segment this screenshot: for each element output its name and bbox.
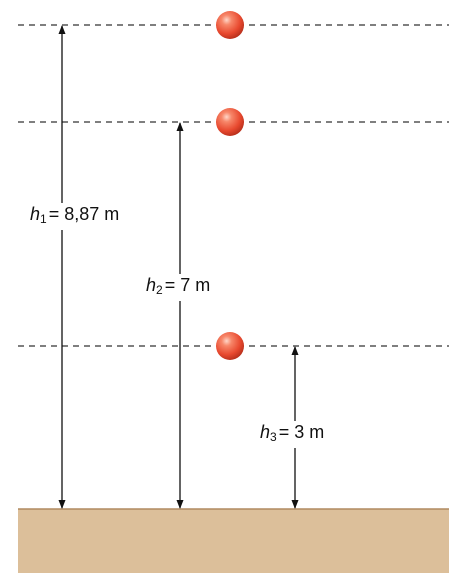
label-h1-symbol: h [30, 204, 41, 224]
label-h3-symbol: h [260, 422, 271, 442]
label-h3-value: = 3 m [278, 422, 325, 442]
ball-h2 [216, 108, 244, 136]
label-h2: h2= 7 m [144, 274, 213, 301]
label-h1: h1= 8,87 m [28, 203, 122, 230]
ball-h3 [216, 332, 244, 360]
label-h1-value: = 8,87 m [48, 204, 120, 224]
label-h3: h3= 3 m [258, 421, 327, 448]
label-h3-subscript: 3 [270, 430, 277, 444]
ball-h1 [216, 11, 244, 39]
ground [18, 509, 449, 573]
label-h2-value: = 7 m [164, 275, 211, 295]
label-h1-subscript: 1 [40, 212, 47, 226]
label-h2-subscript: 2 [156, 283, 163, 297]
label-h2-symbol: h [146, 275, 157, 295]
